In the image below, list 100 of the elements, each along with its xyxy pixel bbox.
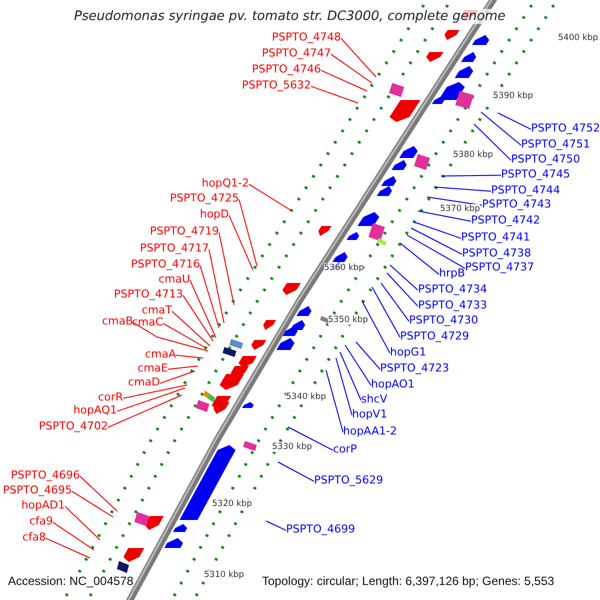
gene-label: hopD (200, 208, 229, 220)
genome-summary-text: Topology: circular; Length: 6,397,126 bp; Genes: 5,553 (262, 574, 554, 588)
leader-line (46, 538, 90, 558)
leader-line (132, 322, 208, 352)
leader-line (288, 426, 334, 451)
gene-label: PSPTO_4717 (140, 242, 209, 254)
tick-label: 5340 kbp (286, 392, 326, 402)
gene-label: hopAD1 (21, 498, 65, 512)
gene-label: PSPTO_4738 (462, 246, 532, 260)
leader-line (362, 300, 390, 354)
gene-label: PSPTO_4716 (130, 258, 200, 270)
leader-line (426, 196, 482, 206)
leader-line (168, 366, 198, 370)
gene-label: corP (333, 442, 357, 456)
leader-line (80, 476, 118, 512)
gene-label: cmaA (144, 348, 176, 360)
leader-line (390, 264, 418, 291)
tick-label: 5310 kbp (204, 570, 244, 580)
leader-line (336, 358, 352, 416)
leader-line (64, 506, 100, 540)
tick-label: 5400 kbp (558, 33, 598, 43)
leader-line (418, 210, 472, 222)
gene-label: cmaD (128, 376, 160, 388)
gene-label: PSPTO_4733 (418, 298, 488, 312)
leader-line (116, 388, 186, 412)
tick-label: 5360 kbp (324, 263, 364, 273)
leader-line (208, 248, 224, 324)
gene-label: PSPTO_4725 (170, 192, 239, 204)
leader-line (190, 280, 216, 338)
gene-label: PSPTO_4734 (418, 282, 488, 296)
gene-label: PSPTO_4747 (262, 46, 331, 60)
map-title: Pseudomonas syringae pv. tomato str. DC3000, complete genome (74, 9, 506, 24)
gene-label: hopAQ1 (73, 404, 117, 416)
leader-line (410, 228, 462, 255)
leader-line (310, 86, 358, 104)
gene-label: cmaB (102, 314, 133, 328)
gene-label: hopQ1-2 (202, 176, 249, 190)
leader-line (330, 54, 372, 84)
leader-line (400, 242, 440, 275)
leader-line (72, 490, 114, 518)
leader-line (172, 310, 210, 346)
tick-label: 5320 kbp (212, 499, 252, 509)
leader-line (434, 186, 492, 192)
leader-line (414, 222, 462, 239)
leader-line (238, 198, 258, 266)
leader-line (200, 264, 220, 328)
tick-label: 5330 kbp (272, 442, 312, 452)
gene-label: PSPTO_4737 (465, 260, 534, 274)
tick-label: 5370 kbp (440, 204, 480, 214)
leader-line (266, 520, 286, 531)
leader-line (248, 184, 292, 212)
gene-label: PSPTO_4713 (114, 288, 183, 300)
leader-line (218, 232, 234, 306)
gene-label: PSPTO_4695 (2, 484, 72, 496)
gene-label: shcV (361, 392, 388, 406)
gene-label: PSPTO_4746 (252, 62, 321, 76)
gene-label: cfa9 (29, 514, 53, 528)
leader-line (344, 344, 372, 386)
gene-label: PSPTO_4696 (10, 468, 80, 482)
gene-label: cmaT (142, 304, 172, 316)
gene-label: PSPTO_4751 (521, 138, 590, 150)
leader-line (326, 370, 344, 433)
leader-line (122, 384, 188, 399)
leader-line (340, 38, 376, 78)
gene-label: PSPTO_4744 (491, 184, 560, 196)
leader-line (278, 462, 314, 482)
gene-label: cfa8 (22, 530, 46, 544)
gene-label: cmaU (158, 272, 190, 286)
tick-label: 5380 kbp (453, 150, 494, 160)
leader-line (372, 286, 400, 338)
gene-label: PSPTO_4741 (461, 230, 530, 244)
tick-label: 5350 kbp (328, 315, 368, 325)
gene-label: PSPTO_4748 (272, 30, 341, 44)
gene-label: PSPTO_4745 (501, 168, 570, 180)
leader-line (480, 112, 522, 146)
gene-label: PSPTO_5632 (242, 78, 311, 92)
gene-label: PSPTO_4743 (482, 198, 552, 210)
gene-label: PSPTO_4719 (150, 224, 219, 238)
gene-label: hopV1 (352, 408, 388, 420)
gene-label: PSPTO_4729 (400, 330, 470, 342)
leader-line (356, 342, 380, 370)
gene-label: corR (98, 390, 123, 404)
gene-label: cmaC (132, 316, 163, 328)
leader-line (406, 234, 466, 269)
gene-label: PSPTO_4723 (380, 362, 450, 374)
leader-line (380, 282, 410, 322)
gene-label: hopG1 (390, 346, 426, 358)
gene-label: hopAO1 (371, 378, 415, 390)
accession-text: Accession: NC_004578 (8, 574, 134, 588)
gene-label: PSPTO_4742 (471, 214, 540, 226)
leader-line (474, 124, 512, 161)
leader-line (176, 354, 204, 358)
tick-label: 5390 kbp (493, 91, 534, 101)
leader-line (320, 70, 368, 92)
gene-label: PSPTO_4702 (38, 420, 108, 432)
leader-line (108, 394, 182, 428)
leader-line (182, 294, 214, 342)
gene-label: PSPTO_4699 (286, 522, 356, 536)
gene-label: hrpB (439, 266, 466, 280)
leader-line (498, 112, 532, 130)
